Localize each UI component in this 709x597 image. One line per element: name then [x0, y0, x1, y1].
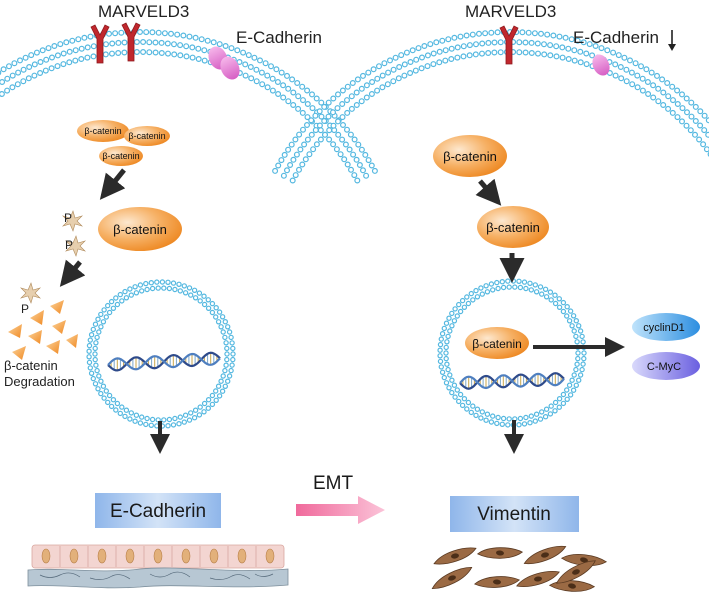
spindle-cell-icon: [428, 565, 476, 591]
left-arrow-to-phospho: [99, 168, 126, 200]
right-bcat-mid-label: β-catenin: [486, 220, 540, 235]
phospho-p-3: P: [21, 302, 29, 316]
left-cell-membrane: [0, 29, 378, 184]
ecadherin-box-label: E-Cadherin: [110, 501, 206, 522]
left-bcat-phos-label: β-catenin: [113, 222, 167, 237]
left-phospho-bcat: β-catenin P P: [61, 207, 182, 257]
left-bcat-cluster: β-catenin β-catenin β-catenin: [77, 120, 170, 166]
vimentin-box-label: Vimentin: [477, 504, 551, 525]
phosphate-star-icon: [19, 282, 42, 304]
phosphate-star-icon: P: [61, 210, 84, 232]
left-dna-helix-icon: [107, 351, 221, 372]
cyclind1-badge: cyclinD1: [632, 313, 700, 341]
right-bcat-mid: β-catenin: [477, 206, 549, 248]
spindle-cell-icon: [431, 545, 479, 567]
degradation-label-line2: Degradation: [4, 374, 75, 389]
left-bcat-small-3: β-catenin: [102, 151, 139, 161]
degradation-fragments: P: [8, 282, 78, 360]
degradation-label-line1: β-catenin: [4, 358, 58, 373]
cyclind1-label: cyclinD1: [643, 322, 685, 334]
emt-label: EMT: [313, 473, 354, 494]
right-arrow-1: [475, 178, 502, 206]
right-ecadherin-membrane-label: E-Cadherin: [573, 28, 659, 47]
cmyc-label: C-MyC: [647, 361, 681, 373]
emt-arrow: [296, 496, 385, 524]
right-cell-membrane: [272, 29, 709, 184]
right-dna-helix-icon: [459, 372, 565, 390]
down-arrow-icon: [668, 30, 676, 51]
left-ecadherin-membrane-label: E-Cadherin: [236, 28, 322, 47]
left-marveld3-label: MARVELD3: [98, 2, 189, 21]
right-bcat-nucleus: β-catenin: [465, 327, 529, 359]
left-arrow-to-degradation: [59, 259, 86, 287]
epithelial-cell-layer: [27, 544, 289, 589]
right-bcat-top-label: β-catenin: [443, 149, 497, 164]
right-marveld3-label: MARVELD3: [465, 2, 556, 21]
mesenchymal-cells: [428, 543, 608, 597]
phospho-p-2: P: [65, 238, 73, 252]
vimentin-expression-box: Vimentin: [450, 496, 579, 532]
spindle-cell-icon: [521, 544, 569, 566]
left-bcat-small-2: β-catenin: [128, 131, 165, 141]
left-ecadherin-protein-icon: [208, 46, 240, 80]
left-nucleus: [86, 279, 236, 429]
phosphate-star-icon: P: [64, 235, 87, 257]
ecadherin-expression-box: E-Cadherin: [95, 493, 221, 528]
spindle-cell-icon: [474, 573, 520, 591]
spindle-cell-icon: [476, 543, 524, 563]
right-ecadherin-protein-icon: [592, 54, 610, 76]
left-bcat-small-1: β-catenin: [84, 126, 121, 136]
right-bcat-top: β-catenin: [433, 135, 507, 177]
right-bcat-nucleus-label: β-catenin: [472, 337, 522, 351]
cmyc-badge: C-MyC: [632, 352, 700, 380]
phospho-p-1: P: [64, 211, 72, 225]
